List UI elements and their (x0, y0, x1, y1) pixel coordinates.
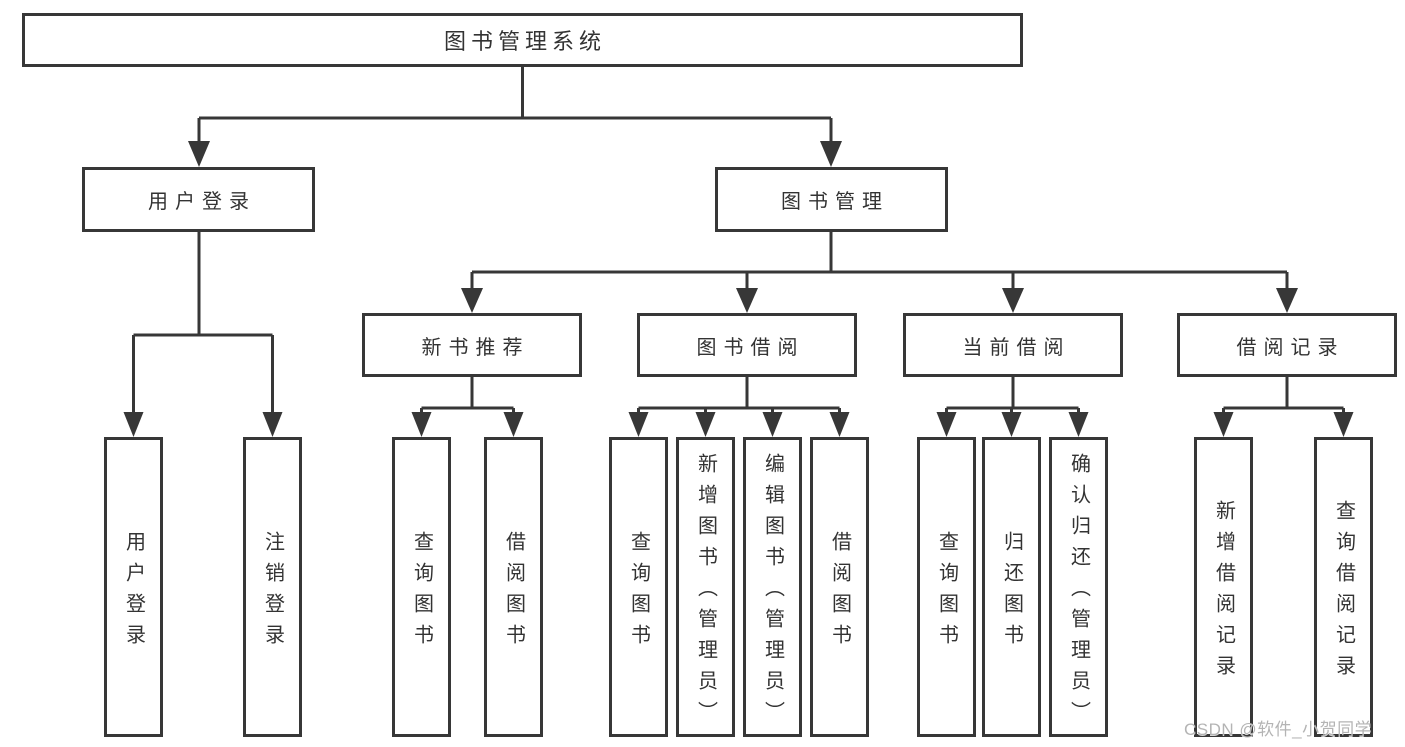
node-label: 查询图书 (627, 530, 650, 655)
node-label: 查询图书 (410, 530, 433, 655)
node-label: 编辑图书（管理员） (761, 453, 784, 732)
node-label: 用户登录 (148, 191, 256, 213)
node-label: 新增借阅记录 (1212, 499, 1235, 686)
node-label: 图书管理系统 (443, 29, 606, 54)
node-new-book-recommendation: 新书推荐 (362, 313, 582, 377)
leaf-borrow-add-books-admin: 新增图书（管理员） (676, 437, 735, 737)
leaf-borrow-edit-books-admin: 编辑图书（管理员） (743, 437, 802, 737)
node-library-management-system: 图书管理系统 (22, 13, 1023, 67)
node-label: 借阅记录 (1236, 336, 1345, 359)
leaf-current-query-books: 查询图书 (917, 437, 976, 737)
leaf-borrow-query-books: 查询图书 (609, 437, 668, 737)
node-label: 图书借阅 (696, 336, 805, 359)
node-book-management: 图书管理 (715, 167, 948, 232)
node-user-login: 用户登录 (82, 167, 315, 232)
leaf-current-return-books: 归还图书 (982, 437, 1041, 737)
node-label: 确认归还（管理员） (1067, 453, 1090, 732)
node-label: 借阅图书 (502, 530, 525, 655)
node-label: 新增图书（管理员） (694, 453, 717, 732)
node-label: 新书推荐 (421, 336, 530, 359)
leaf-records-add-borrow-record: 新增借阅记录 (1194, 437, 1253, 737)
leaf-recommend-query-books: 查询图书 (392, 437, 451, 737)
node-label: 归还图书 (1000, 530, 1023, 655)
leaf-records-query-borrow-record: 查询借阅记录 (1314, 437, 1373, 737)
leaf-recommend-borrow-books: 借阅图书 (484, 437, 543, 737)
csdn-watermark: CSDN @软件_小贺同学 (1184, 720, 1373, 739)
leaf-borrow-borrow-books: 借阅图书 (810, 437, 869, 737)
leaf-current-confirm-return-admin: 确认归还（管理员） (1049, 437, 1108, 737)
node-label: 用户登录 (122, 530, 145, 655)
node-label: 注销登录 (261, 530, 284, 655)
leaf-user-login: 用户登录 (104, 437, 163, 737)
leaf-logout-login: 注销登录 (243, 437, 302, 737)
node-book-borrowing: 图书借阅 (637, 313, 857, 377)
node-label: 当前借阅 (962, 336, 1071, 359)
node-current-borrowing: 当前借阅 (903, 313, 1123, 377)
node-label: 查询图书 (935, 530, 958, 655)
node-label: 图书管理 (781, 191, 889, 213)
node-label: 借阅图书 (828, 530, 851, 655)
node-label: 查询借阅记录 (1332, 499, 1355, 686)
node-borrowing-records: 借阅记录 (1177, 313, 1397, 377)
arrowheads (123, 141, 1354, 437)
